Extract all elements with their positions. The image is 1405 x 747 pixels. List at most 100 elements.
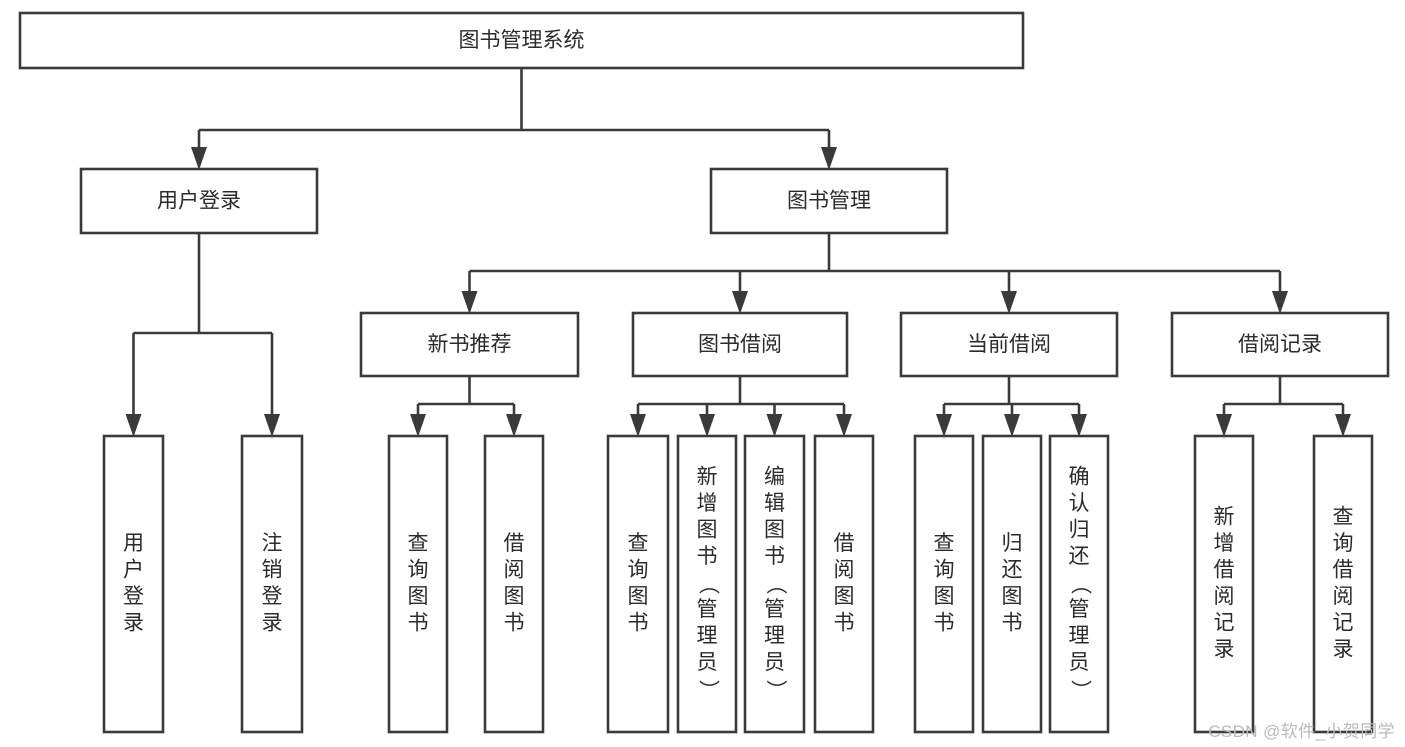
node-label-char: 增 (1214, 532, 1235, 555)
node-box-new-book-recommend[interactable] (359, 311, 580, 378)
node-new-book-recommend[interactable]: 新书推荐 (359, 311, 580, 378)
node-box-leaf-query-book-recommend[interactable] (387, 434, 449, 734)
node-label-char: 员 (764, 651, 785, 674)
node-label-char: 记 (1214, 611, 1235, 634)
node-label-char: 图 (504, 585, 525, 608)
node-label-char: 录 (123, 611, 144, 634)
node-borrow-record[interactable]: 借阅记录 (1170, 311, 1390, 378)
node-label-char: （ (1068, 574, 1091, 595)
node-label-char: 询 (1333, 532, 1354, 555)
arrow-head-icon (506, 414, 522, 437)
node-box-leaf-logout[interactable] (240, 434, 304, 734)
node-label-char: 管 (1069, 598, 1090, 621)
node-label-char: 增 (697, 492, 718, 515)
edge-group-current-borrow (936, 376, 1087, 437)
node-box-leaf-add-book-admin[interactable] (676, 434, 738, 734)
node-book-borrow[interactable]: 图书借阅 (631, 311, 849, 378)
node-box-leaf-user-login[interactable] (102, 434, 165, 734)
node-current-borrow[interactable]: 当前借阅 (899, 311, 1119, 378)
node-label-char: （ (764, 574, 787, 595)
node-label-user-login: 用户登录 (157, 190, 241, 213)
node-label-char: 阅 (1214, 585, 1235, 608)
arrow-head-icon (630, 414, 646, 437)
node-label-char: 询 (408, 558, 429, 581)
node-label-char: 借 (1214, 558, 1235, 581)
node-box-book-borrow[interactable] (631, 311, 849, 378)
nodes-layer: 图书管理系统用户登录图书管理新书推荐图书借阅当前借阅借阅记录用户登录注销登录查询… (18, 11, 1390, 734)
node-box-leaf-edit-book-admin[interactable] (743, 434, 806, 734)
node-label-char: 书 (628, 611, 649, 634)
arrow-head-icon (1216, 414, 1232, 437)
node-label-char: 阅 (1333, 585, 1354, 608)
node-label-char: 注 (262, 532, 283, 555)
arrow-head-icon (821, 147, 837, 170)
node-label-char: 图 (697, 519, 718, 542)
node-box-leaf-return-book[interactable] (981, 434, 1043, 734)
arrow-head-icon (766, 414, 783, 437)
node-label-char: 借 (504, 532, 525, 555)
node-label-char: 还 (1069, 545, 1090, 568)
arrow-head-icon (1272, 291, 1288, 314)
node-label-book-borrow: 图书借阅 (698, 333, 782, 356)
node-label-char: 辑 (764, 492, 785, 515)
node-label-char: 确 (1069, 466, 1090, 489)
node-box-leaf-confirm-return-admin[interactable] (1048, 434, 1110, 734)
node-label-book-manage: 图书管理 (787, 190, 871, 213)
node-user-login[interactable]: 用户登录 (79, 167, 319, 235)
node-label-char: 查 (934, 532, 955, 555)
node-label-char: 理 (697, 625, 718, 648)
edge-group-borrow-record (1216, 376, 1351, 437)
node-box-leaf-query-borrow-record[interactable] (1312, 434, 1374, 734)
node-box-leaf-query-book-current[interactable] (913, 434, 975, 734)
arrow-head-icon (125, 414, 142, 437)
edge-group-book-manage (461, 233, 1288, 314)
node-label-char: 阅 (504, 558, 525, 581)
node-box-current-borrow[interactable] (899, 311, 1119, 378)
node-label-char: 归 (1069, 519, 1090, 542)
node-label-char: 书 (504, 611, 525, 634)
node-box-root[interactable] (18, 11, 1025, 70)
node-box-leaf-add-borrow-record[interactable] (1193, 434, 1255, 734)
node-box-leaf-borrow-book[interactable] (813, 434, 875, 734)
node-label-char: 查 (628, 532, 649, 555)
node-root[interactable]: 图书管理系统 (18, 11, 1025, 70)
node-label-char: ） (1068, 680, 1091, 701)
node-label-char: 书 (697, 545, 718, 568)
node-box-borrow-record[interactable] (1170, 311, 1390, 378)
arrow-head-icon (1071, 414, 1087, 437)
node-book-manage[interactable]: 图书管理 (709, 167, 949, 235)
node-label-char: 图 (934, 585, 955, 608)
node-label-char: 录 (1333, 638, 1354, 661)
node-label-char: 登 (262, 585, 283, 608)
node-leaf-user-login[interactable]: 用户登录 (102, 434, 165, 734)
arrow-head-icon (461, 291, 478, 314)
node-box-book-manage[interactable] (709, 167, 949, 235)
node-label-char: 书 (1002, 611, 1023, 634)
node-label-char: 查 (1333, 505, 1354, 528)
arrow-head-icon (836, 414, 852, 437)
node-label-char: 询 (934, 558, 955, 581)
node-label-char: 图 (834, 585, 855, 608)
node-label-char: 书 (934, 611, 955, 634)
node-label-char: ） (764, 680, 787, 701)
node-label-char: 用 (123, 532, 144, 555)
node-label-char: 新 (697, 466, 718, 489)
node-box-leaf-query-book-borrow[interactable] (606, 434, 670, 734)
node-label-new-book-recommend: 新书推荐 (428, 333, 512, 356)
node-box-user-login[interactable] (79, 167, 319, 235)
node-box-leaf-borrow-book-recommend[interactable] (483, 434, 545, 734)
node-label-char: 归 (1002, 532, 1023, 555)
node-label-char: 管 (697, 598, 718, 621)
